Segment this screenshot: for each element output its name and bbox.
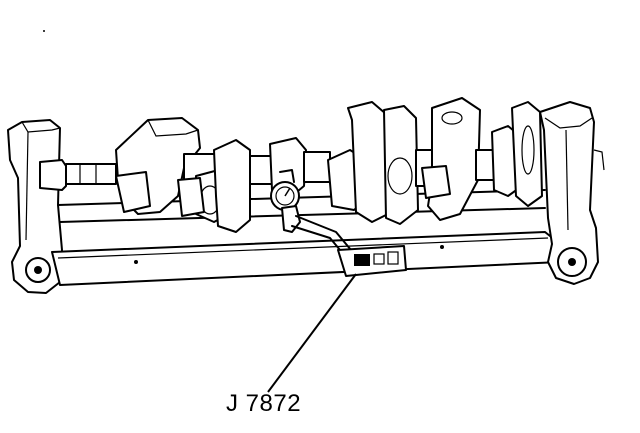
magnetic-base: [337, 245, 407, 277]
tool-number-label: J 7872: [226, 390, 302, 417]
label-leader-line: [267, 273, 357, 393]
block-frame: [7, 101, 605, 294]
speck: [43, 30, 45, 32]
dial-indicator: [270, 169, 407, 277]
crankshaft: [39, 97, 543, 233]
